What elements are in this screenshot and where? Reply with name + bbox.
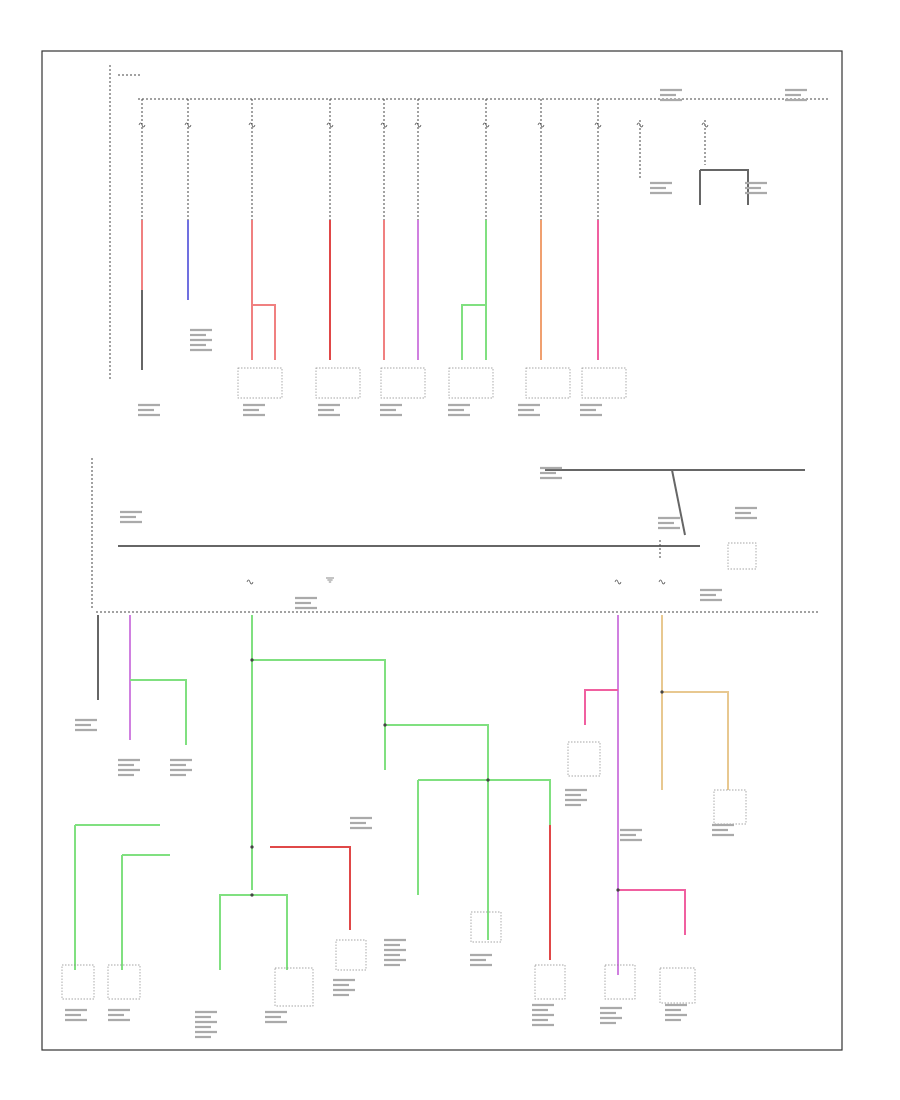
splice-icon [250, 845, 254, 849]
green-branch [385, 724, 551, 940]
fuse-icon [482, 122, 490, 128]
connector-box [61, 964, 95, 1000]
relay-connector [727, 542, 757, 570]
fuse-icon [594, 122, 602, 128]
tan-branch [662, 691, 729, 790]
fuse-icon [138, 122, 146, 128]
fuse-icon [248, 122, 256, 128]
fuse-icon [614, 579, 622, 585]
red-branch [270, 846, 351, 930]
connector-box [604, 964, 636, 1000]
fuse-icon [658, 579, 666, 585]
fuse-icon [380, 122, 388, 128]
splice-icon [616, 888, 620, 892]
fuse-icon [246, 579, 254, 585]
connector-box [581, 367, 627, 399]
fuse-icon [184, 122, 192, 128]
fuse-icon [414, 122, 422, 128]
connector-box [335, 939, 367, 971]
connector-box [274, 967, 314, 1007]
splice-icon [250, 893, 254, 897]
splice-icon [250, 658, 254, 662]
fuse-icon [326, 122, 334, 128]
connector-box [237, 367, 283, 399]
fuse-icon [701, 122, 709, 128]
fuse-icon [537, 122, 545, 128]
marks [61, 88, 807, 1039]
wire-branch [251, 290, 276, 360]
connector-box [534, 964, 566, 1000]
green-branch [219, 894, 288, 970]
connector-box [659, 967, 696, 1004]
splice-icon [660, 690, 664, 694]
green-branch [74, 824, 160, 970]
wire-branch [461, 290, 487, 360]
connector-box [107, 964, 141, 1000]
wires [74, 65, 830, 975]
connector-box [448, 367, 494, 399]
pink-branch [584, 689, 618, 725]
connector-box [315, 367, 361, 399]
splice-icon [486, 778, 490, 782]
connector-box [525, 367, 571, 399]
wire-branch [699, 169, 749, 205]
connector-box [470, 911, 502, 943]
switch-icon [671, 469, 686, 536]
connector-box [567, 741, 601, 777]
pink-branch [618, 889, 686, 935]
green-branch [121, 854, 170, 970]
connector-box [380, 367, 426, 399]
green-branch [252, 659, 386, 770]
splice-icon [383, 723, 387, 727]
fuse-icon [636, 122, 644, 128]
ground-icon [326, 577, 334, 583]
wire-branch [130, 679, 187, 745]
diagram-frame [41, 50, 843, 1051]
connector-box [713, 789, 747, 825]
